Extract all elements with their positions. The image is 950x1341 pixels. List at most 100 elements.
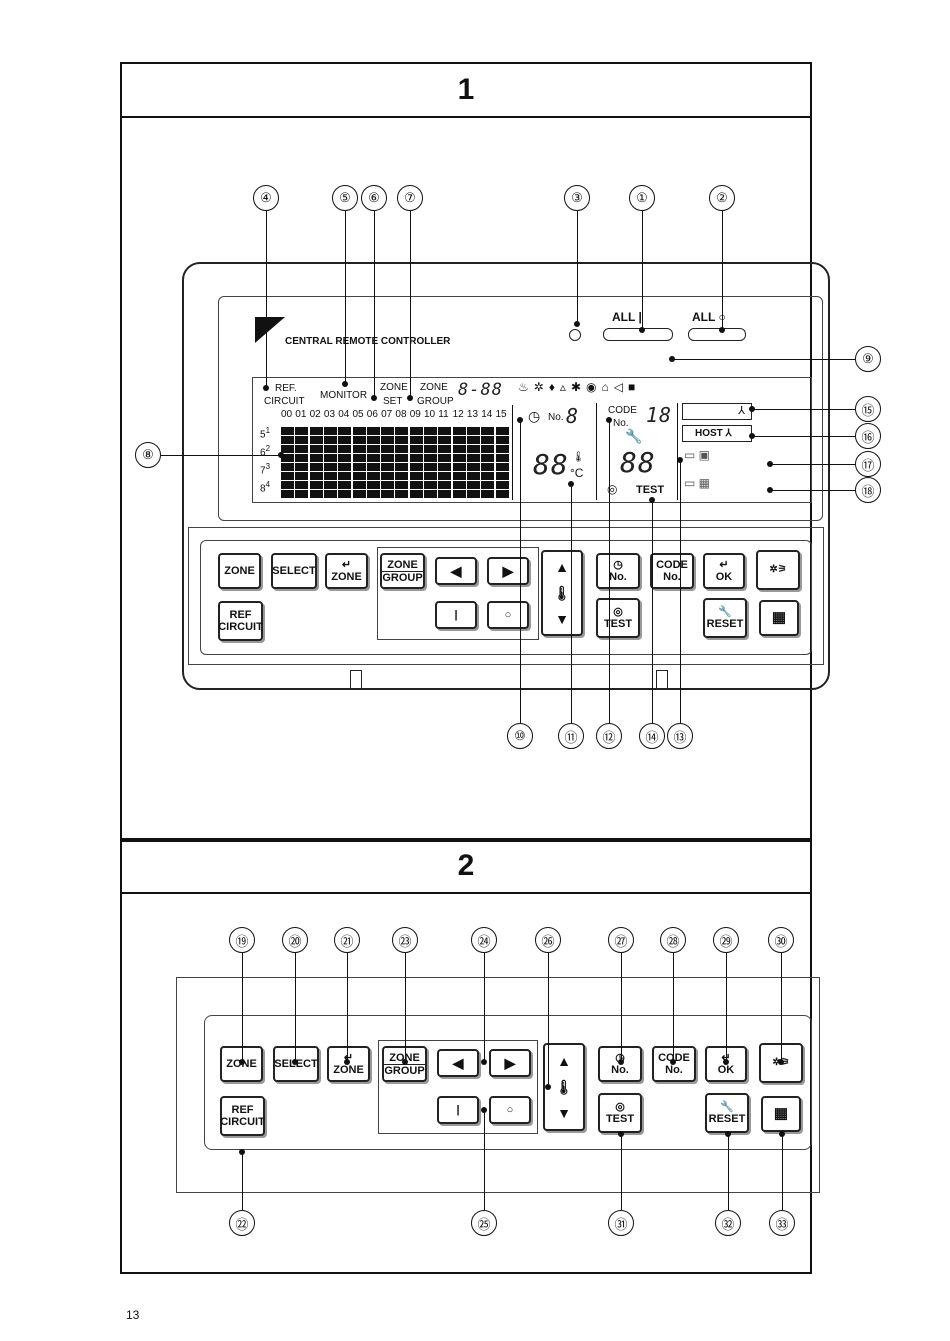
- zone-cell: [381, 472, 395, 480]
- lcd-zone-group-1: ZONE: [420, 382, 448, 393]
- lcd-column-label: 07: [381, 409, 393, 420]
- left-arrow-button[interactable]: ◀: [435, 557, 477, 585]
- zone-cell: [452, 427, 466, 435]
- zone-cell: [395, 427, 409, 435]
- timer-no-button[interactable]: ◷No.: [596, 553, 640, 589]
- zone-cell: [424, 472, 437, 480]
- zone-cell: [352, 436, 366, 444]
- lcd-column-label: 01: [295, 409, 307, 420]
- test-button[interactable]: ◎TEST: [596, 598, 640, 638]
- eye-icon: ◎: [607, 482, 618, 496]
- zone-cell: [438, 490, 452, 498]
- callout-marker: ㉖: [535, 927, 561, 953]
- s2-zone-button[interactable]: ZONE: [220, 1046, 263, 1082]
- s2-off-button[interactable]: ○: [489, 1096, 531, 1124]
- grid-button[interactable]: ▦: [759, 600, 799, 636]
- zone-cell: [366, 427, 380, 435]
- on-button[interactable]: |: [435, 601, 477, 629]
- callout-marker: ⑲: [229, 927, 255, 953]
- zone-cell: [452, 445, 466, 453]
- callout-dot: [670, 1059, 676, 1065]
- zone-cell: [424, 427, 437, 435]
- zone-cell: [438, 454, 452, 462]
- zone-cell: [366, 463, 380, 471]
- all-on-button[interactable]: [603, 328, 673, 341]
- callout-dot: [767, 487, 773, 493]
- callout-marker: ⑯: [855, 423, 881, 449]
- callout-dot: [749, 406, 755, 412]
- s2-on-button[interactable]: |: [437, 1096, 479, 1124]
- zone-cell: [381, 454, 395, 462]
- zone-cell: [323, 454, 337, 462]
- reset-button[interactable]: 🔧RESET: [703, 598, 747, 638]
- right-arrow-button[interactable]: ▶: [487, 557, 529, 585]
- zone-cell: [424, 463, 437, 471]
- lcd-code-seg: 18: [646, 403, 673, 427]
- callout-leader: [770, 464, 855, 465]
- lcd-row-label: 73: [260, 462, 271, 477]
- callout-leader: [728, 1134, 729, 1210]
- callout-dot: [481, 1107, 487, 1113]
- zone-cell: [381, 463, 395, 471]
- zone-cell: [381, 445, 395, 453]
- zone-cell: [281, 445, 294, 453]
- lcd-column-label: 09: [409, 409, 421, 420]
- s2-grid-button[interactable]: ▦: [761, 1096, 801, 1132]
- callout-dot: [677, 457, 683, 463]
- s2-reset-button[interactable]: 🔧RESET: [705, 1093, 749, 1133]
- lcd-column-label: 13: [466, 409, 479, 420]
- callout-marker: ㉑: [334, 927, 360, 953]
- zone-cell: [466, 427, 480, 435]
- callout-leader: [347, 953, 348, 1062]
- callout-dot: [239, 1149, 245, 1155]
- enter-zone-button[interactable]: ↵ZONE: [325, 553, 368, 589]
- callout-marker: ㉝: [769, 1210, 795, 1236]
- zone-cell: [452, 463, 466, 471]
- lcd-screen: [252, 377, 812, 503]
- s2-right-arrow-button[interactable]: ▶: [489, 1049, 531, 1077]
- zone-cell: [438, 472, 452, 480]
- off-button[interactable]: ○: [487, 601, 529, 629]
- callout-leader: [673, 953, 674, 1062]
- mode-select-button[interactable]: ✲⚞: [756, 550, 800, 590]
- s2-test-button[interactable]: ◎TEST: [598, 1093, 642, 1133]
- select-button[interactable]: SELECT: [271, 553, 317, 589]
- zone-cell: [481, 472, 495, 480]
- callout-marker: ⑭: [639, 723, 665, 749]
- zone-cell: [281, 490, 294, 498]
- status-icon-17: ▭ ▣: [684, 448, 711, 462]
- callout-dot: [342, 381, 348, 387]
- all-on-label: ALL |: [612, 310, 642, 324]
- zone-cell: [323, 490, 337, 498]
- callout-leader: [680, 460, 681, 723]
- callout-leader: [345, 211, 346, 384]
- zone-cell: [495, 472, 509, 480]
- s2-left-arrow-button[interactable]: ◀: [437, 1049, 479, 1077]
- zone-cell: [409, 445, 423, 453]
- zone-cell: [338, 481, 352, 489]
- status-box-15: ⅄: [682, 403, 752, 420]
- callout-leader: [571, 484, 572, 723]
- zone-cell: [338, 436, 352, 444]
- zone-button[interactable]: ZONE: [218, 553, 261, 589]
- zone-cell: [295, 463, 309, 471]
- zone-cell: [281, 472, 294, 480]
- temp-up-down-button[interactable]: ▲🌡▼: [541, 550, 583, 636]
- ok-button[interactable]: ↵OK: [703, 553, 745, 589]
- zone-cell: [395, 463, 409, 471]
- zone-cell: [495, 490, 509, 498]
- callout-leader: [161, 455, 281, 456]
- zone-cell: [323, 481, 337, 489]
- callout-marker: ⑱: [855, 477, 881, 503]
- lcd-column-label: 06: [366, 409, 378, 420]
- callout-leader: [781, 953, 782, 1062]
- callout-dot: [407, 395, 413, 401]
- callout-dot: [402, 1059, 408, 1065]
- callout-dot: [278, 452, 284, 458]
- zone-cell: [424, 481, 437, 489]
- all-off-button[interactable]: [688, 328, 746, 341]
